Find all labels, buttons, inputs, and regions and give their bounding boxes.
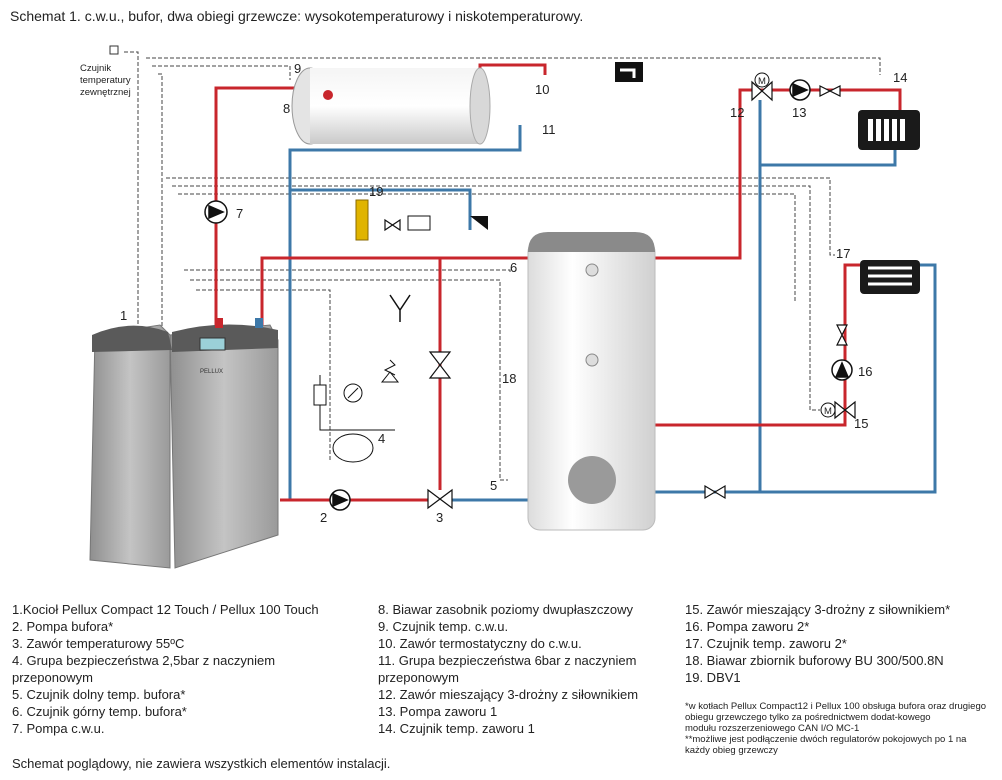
callout-6: 6: [510, 260, 517, 275]
legend-item: 3. Zawór temperaturowy 55ºC: [12, 636, 185, 651]
legend-item: 10. Zawór termostatyczny do c.w.u.: [378, 636, 582, 651]
callout-17: 17: [836, 246, 850, 261]
legend-item: 8. Biawar zasobnik poziomy dwupłaszczowy: [378, 602, 634, 617]
legend-item: 15. Zawór mieszający 3-drożny z siłownik…: [685, 602, 951, 617]
callout-15: 15: [854, 416, 868, 431]
page-title: Schemat 1. c.w.u., bufor, dwa obiegi grz…: [10, 8, 584, 24]
dbv1: [355, 199, 488, 241]
callout-11: 11: [542, 122, 556, 137]
footnote-item: **możliwe jest podłączenie dwóch regulat…: [685, 734, 967, 756]
heating-schematic: PELLUX: [80, 45, 937, 569]
callout-8: 8: [283, 101, 290, 116]
boiler-brand: PELLUX: [200, 369, 223, 375]
callout-3: 3: [436, 510, 443, 525]
horizontal-tank: [291, 67, 491, 145]
legend-item: 19. DBV1: [685, 670, 741, 685]
legend-item: 17. Czujnik temp. zaworu 2*: [685, 636, 847, 651]
legend-column-1: 1.Kocioł Pellux Compact 12 Touch / Pellu…: [12, 601, 372, 737]
svg-text:zewnętrznej: zewnętrznej: [80, 87, 131, 98]
legend-item: 1.Kocioł Pellux Compact 12 Touch / Pellu…: [12, 602, 319, 617]
actuator-label-2: M: [824, 406, 832, 417]
callout-7: 7: [236, 206, 243, 221]
callout-19: 19: [369, 184, 383, 199]
footnotes: *w kotłach Pellux Compact12 i Pellux 100…: [685, 701, 990, 756]
callout-2: 2: [320, 510, 327, 525]
actuator-label-1: M: [758, 76, 766, 87]
callout-4: 4: [378, 431, 385, 446]
callout-12: 12: [730, 105, 744, 120]
callout-16: 16: [858, 364, 872, 379]
callout-14: 14: [893, 70, 907, 85]
legend-item: 5. Czujnik dolny temp. bufora*: [12, 687, 186, 702]
return-pipes: [288, 100, 937, 502]
callout-18: 18: [502, 371, 516, 386]
legend-item: 12. Zawór mieszający 3-drożny z siłownik…: [378, 687, 639, 702]
legend-item: 7. Pompa c.w.u.: [12, 721, 105, 736]
legend-column-3: 15. Zawór mieszający 3-drożny z siłownik…: [685, 601, 990, 686]
sensor-wires: [124, 51, 881, 481]
drain-icon: [389, 294, 411, 322]
callout-10: 10: [535, 82, 549, 97]
legend-item: 14. Czujnik temp. zaworu 1: [378, 721, 535, 736]
boiler: PELLUX: [89, 318, 279, 569]
component-numbers: 1 2 3 4 5 6 7 8 9 10 11 12 13 14 15 16 1…: [120, 61, 907, 525]
mixing-valve-actuators: [754, 72, 836, 418]
outdoor-sensor: Czujnik temperatury zewnętrznej: [80, 45, 131, 98]
legend-column-2: 8. Biawar zasobnik poziomy dwupłaszczowy…: [378, 601, 678, 737]
legend-item: 16. Pompa zaworu 2*: [685, 619, 810, 634]
callout-5: 5: [490, 478, 497, 493]
svg-text:temperatury: temperatury: [80, 75, 131, 86]
legend-item: 13. Pompa zaworu 1: [378, 704, 498, 719]
buffer-tank: [527, 232, 656, 531]
legend-item: 11. Grupa bezpieczeństwa 6bar z naczynie…: [378, 653, 637, 685]
radiator: [858, 110, 920, 150]
footnote-item: modułu rozszerzeniowego CAN I/O MC-1: [685, 723, 860, 734]
legend-item: 9. Czujnik temp. c.w.u.: [378, 619, 509, 634]
legend-item: 6. Czujnik górny temp. bufora*: [12, 704, 187, 719]
legend-item: 4. Grupa bezpieczeństwa 2,5bar z naczyni…: [12, 653, 276, 685]
caption: Schemat poglądowy, nie zawiera wszystkic…: [12, 756, 391, 771]
pumps: [204, 79, 853, 511]
tap-icon: [615, 62, 643, 82]
legend-item: 2. Pompa bufora*: [12, 619, 114, 634]
callout-1: 1: [120, 308, 127, 323]
svg-text:Czujnik: Czujnik: [80, 63, 111, 74]
footnote-item: *w kotłach Pellux Compact12 i Pellux 100…: [685, 701, 987, 723]
callout-9: 9: [294, 61, 301, 76]
callout-13: 13: [792, 105, 806, 120]
floor-heating: [860, 260, 920, 294]
safety-group: [313, 359, 400, 463]
valves: [384, 80, 856, 510]
legend-item: 18. Biawar zbiornik buforowy BU 300/500.…: [685, 653, 944, 668]
